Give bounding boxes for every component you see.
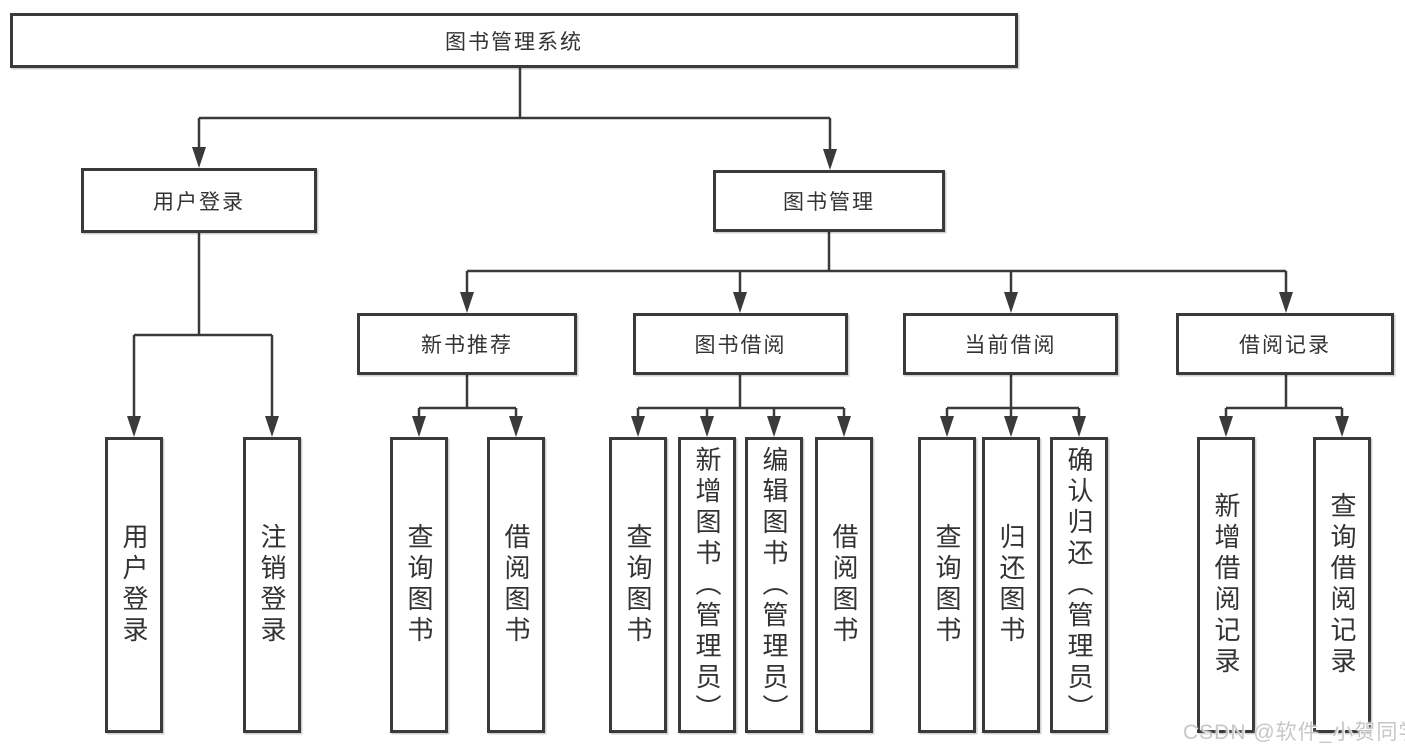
node-label: 借阅图书: [829, 523, 859, 647]
node-book-borrowing: 图书借阅: [633, 313, 848, 375]
node-library-management-system: 图书管理系统: [10, 13, 1018, 68]
node-edit-books-admin: 编辑图书（管理员）: [745, 437, 803, 733]
node-user-login: 用户登录: [81, 168, 317, 233]
node-label: 图书借阅: [694, 334, 787, 357]
node-query-books-current: 查询图书: [918, 437, 976, 733]
node-label: 查询图书: [623, 523, 653, 647]
arrowheads: [127, 147, 1349, 437]
node-borrow-books-borrowing: 借阅图书: [815, 437, 873, 733]
node-label: 当前借阅: [964, 334, 1057, 357]
node-logout: 注销登录: [243, 437, 301, 733]
node-label: 新增借阅记录: [1211, 492, 1241, 678]
node-borrowing-records: 借阅记录: [1176, 313, 1394, 375]
node-borrow-books-recommend: 借阅图书: [487, 437, 545, 733]
node-label: 查询图书: [932, 523, 962, 647]
node-label: 编辑图书（管理员）: [759, 445, 789, 725]
node-label: 查询图书: [404, 523, 434, 647]
node-label: 注销登录: [257, 523, 287, 647]
node-new-book-recommendation: 新书推荐: [357, 313, 577, 375]
node-label: 新增图书（管理员）: [692, 445, 722, 725]
node-label: 图书管理: [783, 191, 875, 214]
node-query-borrow-record: 查询借阅记录: [1313, 437, 1371, 733]
node-current-borrowing: 当前借阅: [903, 313, 1118, 375]
node-label: 确认归还（管理员）: [1064, 445, 1094, 725]
node-label: 新书推荐: [421, 334, 513, 357]
node-add-books-admin: 新增图书（管理员）: [678, 437, 736, 733]
csdn-watermark: CSDN @软件_小贺同学: [1183, 721, 1405, 744]
node-label: 借阅图书: [501, 523, 531, 647]
node-query-books-borrowing: 查询图书: [609, 437, 667, 733]
node-label: 查询借阅记录: [1327, 492, 1357, 678]
node-query-books-recommend: 查询图书: [390, 437, 448, 733]
node-return-books: 归还图书: [982, 437, 1040, 733]
node-label: 用户登录: [119, 523, 149, 647]
node-book-management: 图书管理: [713, 170, 945, 232]
node-label: 图书管理系统: [445, 30, 583, 54]
node-confirm-return-admin: 确认归还（管理员）: [1050, 437, 1108, 733]
node-user-login-leaf: 用户登录: [105, 437, 163, 733]
node-label: 用户登录: [153, 190, 245, 214]
node-add-borrow-record: 新增借阅记录: [1197, 437, 1255, 733]
node-label: 归还图书: [996, 523, 1026, 647]
node-label: 借阅记录: [1239, 334, 1331, 357]
